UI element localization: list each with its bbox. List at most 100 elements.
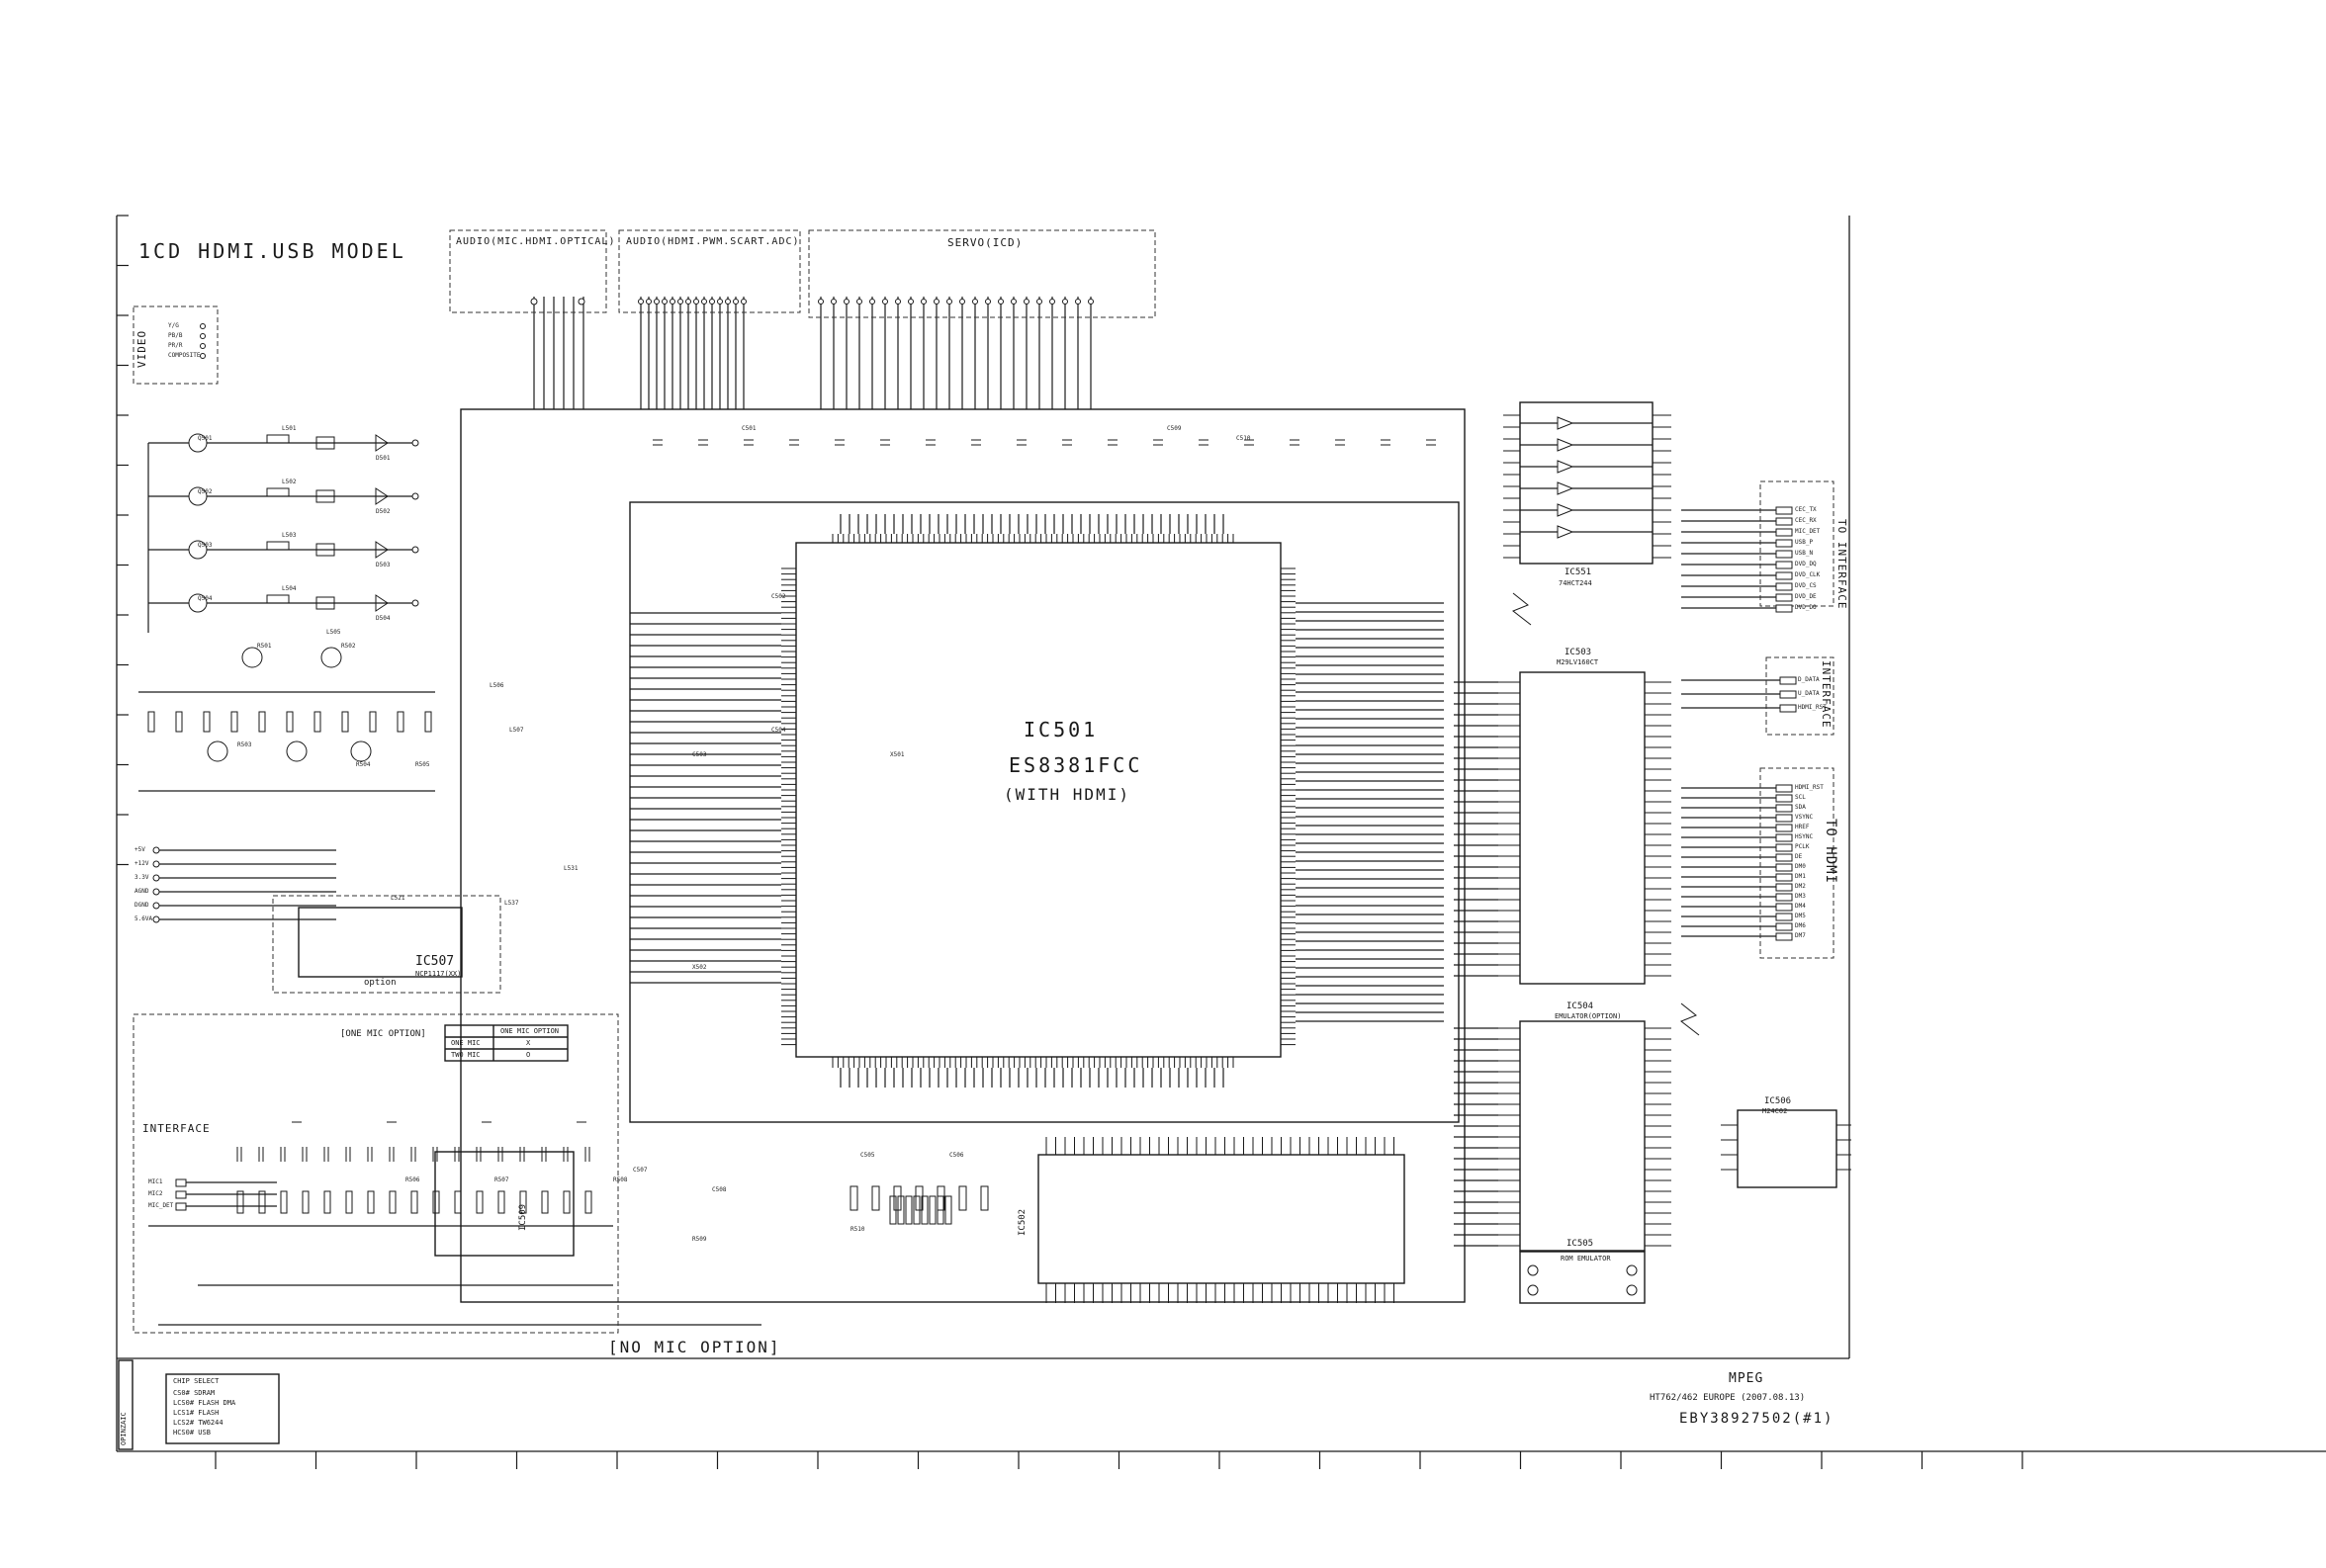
power-pin-label: +12V [134,860,149,867]
hdmi-connector [1775,833,1793,842]
connector-pin [717,299,723,305]
power-pin-label: DGND [134,902,149,909]
connector-pin [1062,299,1068,305]
power-pin [152,902,160,910]
resistor [410,1190,418,1214]
video-pin-label: Y/G [168,322,179,329]
hdmi-connector [1775,824,1793,832]
hdmi-connector [1775,814,1793,823]
connector-pin [895,299,901,305]
component-ref-label: X501 [890,751,905,758]
chip-select-line: LCS2# TW6244 [173,1419,224,1427]
connector-pin [869,299,875,305]
connector-pin [921,299,927,305]
connector-pin [701,299,707,305]
resistor [389,1190,397,1214]
component-ref-label: Q504 [198,595,213,602]
component-ref-label: C501 [742,425,757,432]
interface-connector [1775,593,1793,602]
to-hdmi-pin-label: VSYNC [1795,814,1814,821]
diode [375,541,389,559]
resistor [266,487,290,497]
terminal [411,492,419,500]
hdmi-connector [1775,794,1793,803]
interface-connector [1779,690,1797,699]
to-hdmi-pin-label: SDA [1795,804,1806,811]
connector-pin [1088,299,1094,305]
to-hdmi-label: TO HDMI [1823,819,1838,885]
mic-table-row1-val: X [526,1039,531,1047]
connector-pin [998,299,1004,305]
transistor [207,740,228,762]
connector-pin [985,299,991,305]
hdmi-connector [1775,932,1793,941]
sheet-grid-ticks [117,215,2023,1469]
buffer [1557,481,1574,495]
diode [375,434,389,452]
interface-connector [1775,517,1793,526]
component-ref-label: C509 [1167,425,1182,432]
to-interface-label: TO INTERFACE [1835,519,1848,610]
resistor [203,711,211,733]
to-interface-pin-label: MIC_DET [1795,528,1821,535]
resistor [367,1190,375,1214]
model-title: 1CD HDMI.USB MODEL [138,239,406,263]
component-ref-label: C503 [692,751,707,758]
chip-select-line: CS0# SDRAM [173,1389,216,1397]
hdmi-connector [1775,883,1793,892]
resistor [980,1185,989,1211]
component-ref-label: L503 [282,532,297,539]
hdmi-connector [1775,913,1793,921]
ic509-ref: IC509 [518,1203,528,1231]
ic-pin [1626,1264,1638,1276]
connector-pin [200,333,206,339]
terminal [411,546,419,554]
hdmi-connector [1775,893,1793,902]
resistor [345,1190,353,1214]
inductor [315,489,335,503]
inductor [315,596,335,610]
to-hdmi-pin-label: DM6 [1795,922,1806,929]
connector-pin [693,299,699,305]
connector-pin [646,299,652,305]
to-interface-pin-label: USB_N [1795,550,1814,557]
interface-pin-label: D_DATA [1798,676,1820,683]
component-ref-label: L521 [391,895,405,902]
connector-pin [677,299,683,305]
to-hdmi-pin-label: DM1 [1795,873,1806,880]
component-ref-label: L501 [282,425,297,432]
inductor [315,543,335,557]
component-ref-label: C507 [633,1167,648,1174]
component-ref-label: L537 [504,900,519,907]
connector-pin [200,323,206,329]
to-interface-pin-label: DVD_DE [1795,593,1817,600]
ic504-ref: IC504 [1566,1002,1594,1011]
connector-pin [1075,299,1081,305]
chip-select-line: LCS1# FLASH [173,1409,220,1417]
component-ref-label: R508 [613,1176,628,1183]
transistor [350,740,372,762]
resistor [584,1190,592,1214]
connector-pin [959,299,965,305]
resistor [323,1190,331,1214]
mic-table-row2-val: O [526,1051,531,1059]
resistor [280,1190,288,1214]
interface-connector [1775,550,1793,559]
component-ref-label: D501 [376,455,391,462]
interface-connector [175,1178,187,1187]
resistor [266,434,290,444]
component-ref-label: C504 [771,727,786,734]
connector-pin [200,353,206,359]
resistor [258,1190,266,1214]
ic551-ref: IC551 [1565,567,1592,577]
resistor [958,1185,967,1211]
ic-main-ref: IC501 [1024,718,1099,741]
component-ref-label: C508 [712,1186,727,1193]
connector-pin [638,299,644,305]
component-ref-label: L505 [326,629,341,636]
hdmi-connector [1775,853,1793,862]
resistor [341,711,349,733]
component-ref-label: R506 [405,1176,420,1183]
interface-connector [175,1190,187,1199]
component-ref-label: R509 [692,1236,707,1243]
